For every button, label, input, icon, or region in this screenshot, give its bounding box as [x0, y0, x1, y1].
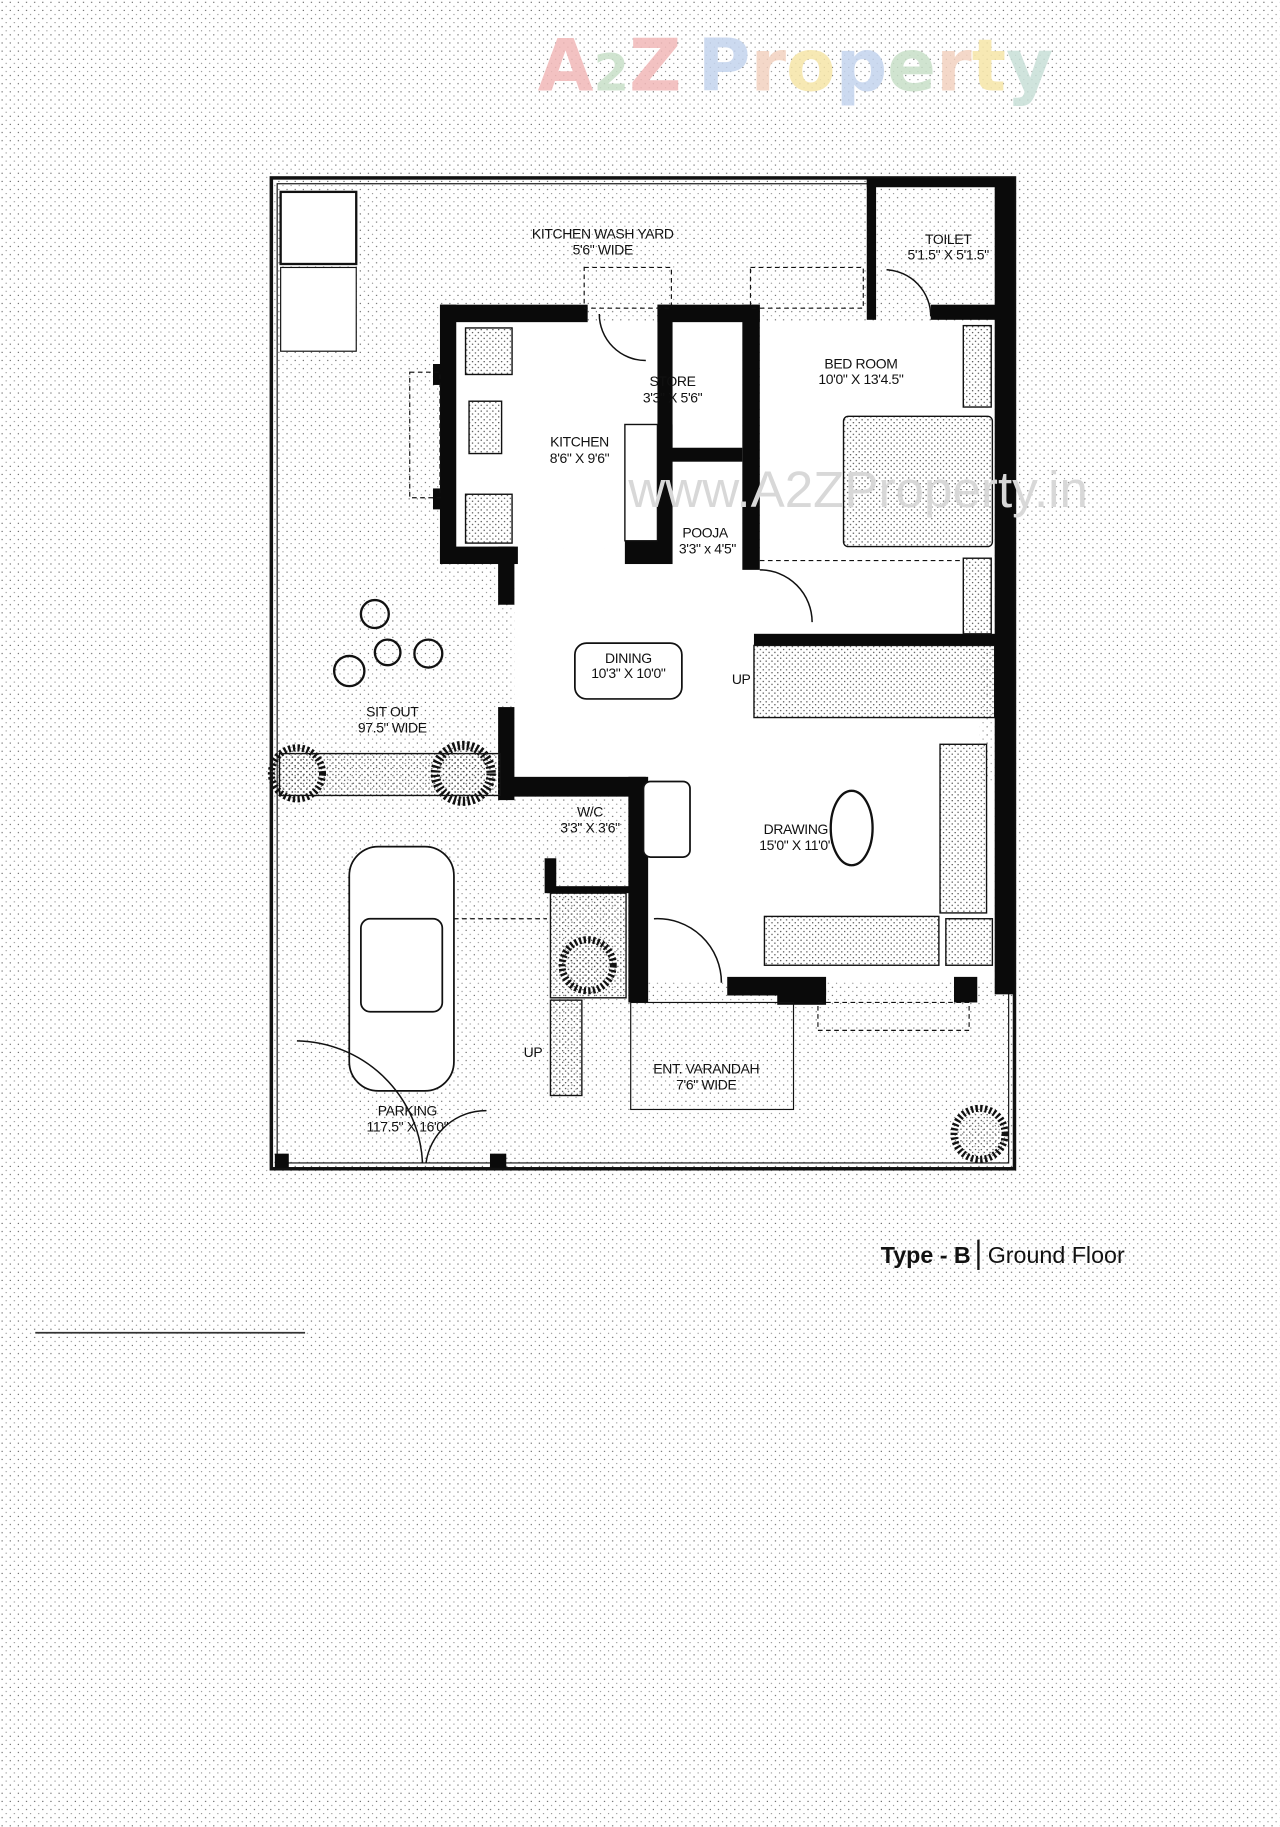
wc-size: 3'3" X 3'6"	[560, 820, 620, 836]
watermark-letter: r	[750, 25, 786, 109]
coffee-table	[829, 789, 874, 867]
sofa-side	[939, 743, 988, 914]
stair-up-label: UP	[732, 671, 751, 687]
watermark-letter: e	[887, 25, 936, 109]
watermark-letter: r	[936, 25, 972, 109]
bed	[842, 415, 994, 548]
drawing-size: 15'0" X 11'0"	[759, 837, 833, 853]
wash-yard-size: 5'6" WIDE	[573, 242, 633, 258]
bedroom-label: BED ROOM	[824, 356, 897, 372]
plan	[267, 176, 1017, 1171]
watermark-letter: y	[1006, 25, 1053, 109]
watermark-letter: A	[538, 25, 594, 109]
kitchen-size: 8'6" X 9'6"	[550, 450, 610, 466]
url-watermark: www.A2ZProperty.in	[627, 461, 1088, 518]
pooja-label: POOJA	[682, 524, 729, 540]
pooja-size: 3'3" x 4'5"	[679, 541, 736, 557]
watermark-letter: t	[972, 25, 1006, 109]
shrubs	[267, 740, 1009, 1163]
toilet-label: TOILET	[925, 231, 972, 247]
sitout-seats	[332, 598, 444, 688]
drawing-label: DRAWING	[764, 821, 828, 837]
staircase	[753, 644, 996, 719]
svg-text:A2ZProperty: A2ZProperty	[538, 25, 1053, 109]
toilet-size: 5'1.5" X 5'1.5"	[908, 246, 990, 262]
watermark-letter: Z	[629, 25, 681, 109]
step-up-label: UP	[524, 1044, 543, 1060]
sitout-size: 97.5" WIDE	[358, 720, 427, 736]
tv-unit	[642, 780, 691, 858]
sitout-label: SIT OUT	[366, 703, 419, 719]
watermark-letter: p	[836, 25, 888, 109]
wc-label: W/C	[577, 803, 603, 819]
caption-divider	[977, 1239, 980, 1270]
watermark-letter: 2	[593, 45, 629, 104]
kitchen-label: KITCHEN	[550, 434, 609, 450]
watermark-letter: P	[698, 25, 751, 109]
varandah-size: 7'6" WIDE	[676, 1077, 736, 1093]
watermark-letter: o	[786, 25, 836, 109]
car	[348, 845, 455, 1092]
dashed-outlines	[409, 266, 970, 1111]
sofa-front	[763, 915, 940, 966]
floor-label: Ground Floor	[988, 1242, 1125, 1268]
dining-label: DINING	[605, 650, 652, 666]
walls	[274, 177, 1015, 1168]
dining-table	[574, 642, 683, 700]
type-label: Type - B	[881, 1242, 971, 1268]
bedroom-size: 10'0" X 13'4.5"	[818, 371, 904, 387]
parking-label: PARKING	[378, 1102, 437, 1118]
wash-yard-label: KITCHEN WASH YARD	[532, 225, 674, 241]
dining-size: 10'3" X 10'0"	[591, 665, 666, 681]
varandah-label: ENT. VARANDAH	[653, 1060, 759, 1076]
store-label: STORE	[650, 373, 696, 389]
parking-size: 117.5" X 16'0"	[367, 1119, 449, 1135]
door-swings	[296, 269, 932, 1164]
store-size: 3'3" X 5'6"	[643, 389, 703, 405]
